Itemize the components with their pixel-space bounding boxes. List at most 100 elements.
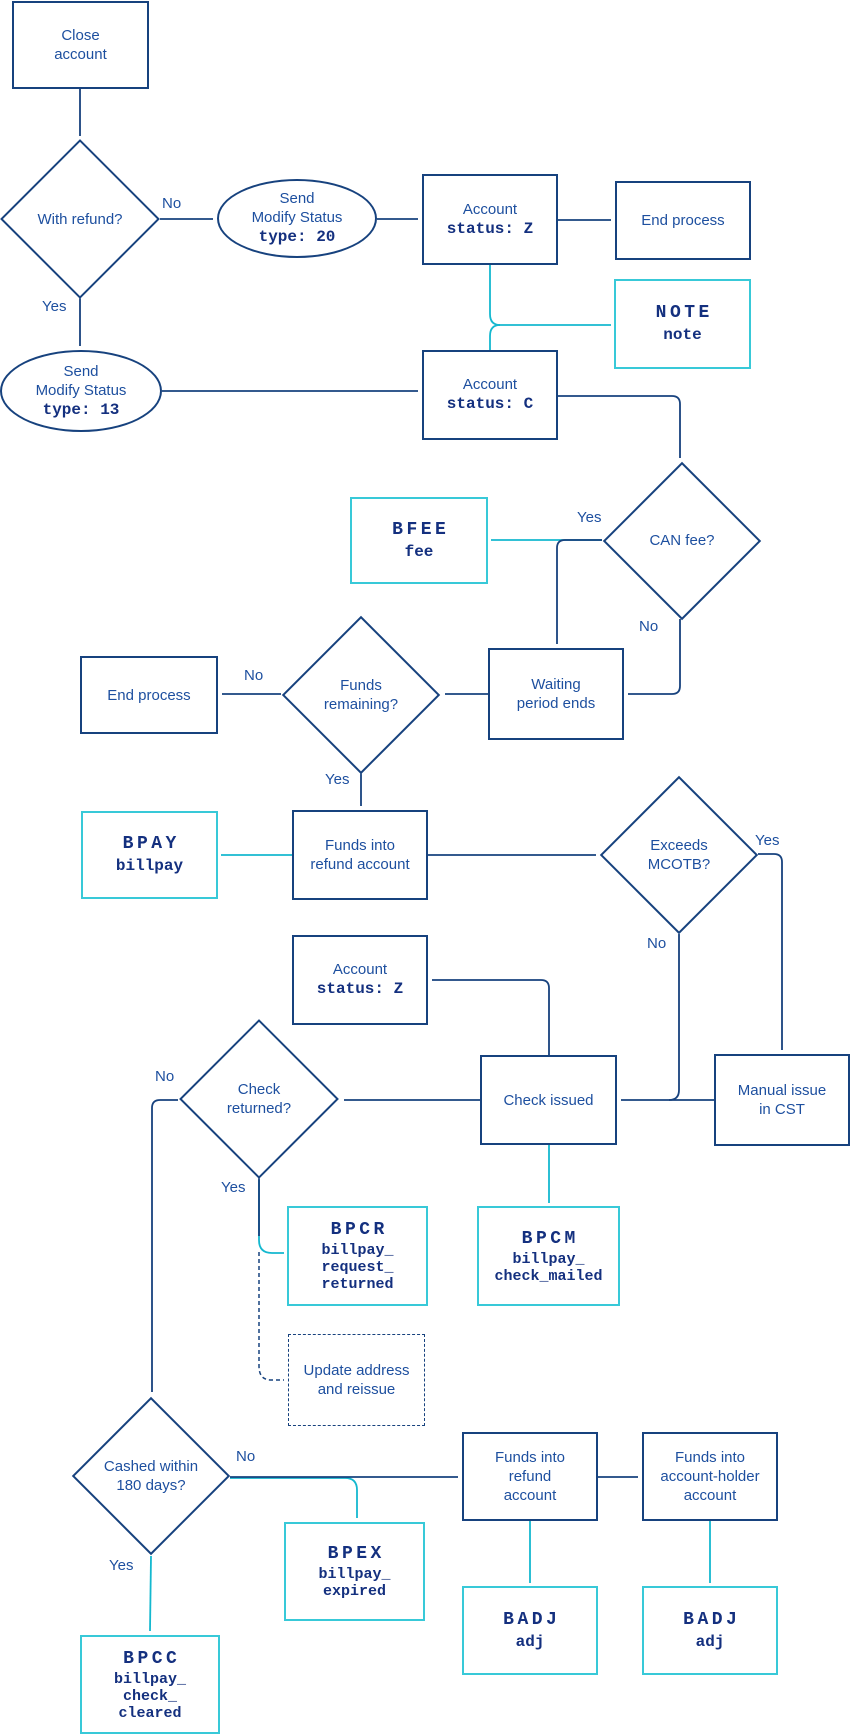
node-line: Account: [332, 961, 388, 978]
decision-with-refund: With refund?: [0, 139, 160, 299]
node-waiting-period-ends: Waiting period ends: [488, 648, 624, 740]
node-line: Manual issue: [737, 1082, 827, 1099]
node-line: Funds into: [674, 1449, 746, 1466]
edge-label-yes: Yes: [221, 1179, 246, 1196]
node-line: note: [663, 326, 702, 344]
node-line: period ends: [516, 695, 596, 712]
node-line: billpay_: [321, 1242, 394, 1259]
node-line: Waiting: [531, 676, 581, 693]
node-line: status: C: [446, 395, 534, 413]
node-line: refund account: [310, 856, 410, 873]
node-line: in CST: [759, 1101, 805, 1118]
node-line: adj: [695, 1632, 725, 1651]
node-funds-into-refund-account-2: Funds into refund account: [462, 1432, 598, 1521]
node-bfee: BFEE fee: [350, 497, 488, 584]
node-end-process-2: End process: [80, 656, 218, 734]
node-send-modify-status-20: Send Modify Status type: 20: [217, 179, 377, 258]
node-line: BPCC: [123, 1648, 181, 1669]
node-line: check_: [122, 1687, 177, 1705]
node-account-status-c: Account status: C: [422, 350, 558, 440]
node-note: NOTE note: [614, 279, 751, 369]
edge-label-no: No: [236, 1448, 256, 1465]
node-line: Funds: [340, 676, 382, 694]
node-line: Update address: [303, 1362, 410, 1379]
node-line: CAN fee?: [649, 532, 715, 549]
node-line: remaining?: [323, 695, 399, 713]
node-line: Check: [237, 1081, 281, 1098]
decision-cashed-within-180-days: Cashed within 180 days?: [71, 1396, 231, 1556]
node-line: NOTE: [655, 303, 713, 323]
edge-cashed-bpcc: [149, 1555, 152, 1632]
node-line: Exceeds: [650, 836, 708, 854]
edge-label-no: No: [162, 195, 182, 212]
node-line: account: [683, 1487, 737, 1504]
node-line: End process: [641, 212, 725, 229]
edge-label-yes: Yes: [109, 1557, 134, 1574]
node-bpcm: BPCM billpay_ check_mailed: [477, 1206, 620, 1306]
node-account-status-z-2: Account status: Z: [292, 935, 428, 1025]
node-line: BADJ: [683, 1609, 741, 1630]
node-line: request_: [321, 1259, 394, 1276]
node-account-status-z-1: Account status: Z: [422, 174, 558, 265]
edge-statusz1-note-merge-top: [489, 265, 501, 326]
edge-cashed-bpex: [230, 1477, 358, 1518]
decision-can-fee: CAN fee?: [602, 461, 762, 620]
node-badj-2: BADJ adj: [642, 1586, 778, 1675]
edge-checkreturned-no-cashed: [151, 1099, 178, 1392]
edge-exceeds-no-join: [668, 934, 680, 1101]
node-send-modify-status-13: Send Modify Status type: 13: [0, 350, 162, 432]
edge-statusc-canfee: [558, 395, 681, 458]
edge-label-yes: Yes: [325, 771, 350, 788]
node-bpcr: BPCR billpay_ request_ returned: [287, 1206, 428, 1306]
node-update-address-and-reissue: Update address and reissue: [288, 1334, 425, 1426]
node-line: End process: [107, 686, 191, 704]
node-line: With refund?: [37, 210, 123, 228]
node-line: expired: [322, 1583, 386, 1600]
node-end-process-1: End process: [615, 181, 751, 260]
decision-funds-remaining: Funds remaining?: [281, 615, 441, 774]
node-line: Account: [462, 376, 518, 393]
node-line: account: [54, 46, 107, 63]
node-line: billpay: [115, 857, 184, 875]
node-line: BPEX: [327, 1544, 385, 1564]
node-line: fee: [404, 542, 434, 561]
node-line: type: 13: [42, 400, 120, 419]
node-line: billpay_: [113, 1670, 186, 1688]
edge-label-yes: Yes: [42, 298, 67, 315]
node-line: refund: [508, 1468, 552, 1485]
node-badj-1: BADJ adj: [462, 1586, 598, 1675]
edge-canfee-yes-waiting: [556, 539, 602, 644]
edge-label-yes: Yes: [755, 832, 780, 849]
node-line: Check issued: [503, 1091, 594, 1109]
node-line: and reissue: [317, 1381, 396, 1398]
node-funds-into-refund-account-1: Funds into refund account: [292, 810, 428, 900]
node-line: Modify Status: [251, 209, 343, 226]
decision-check-returned: Check returned?: [178, 1019, 340, 1179]
node-bpex: BPEX billpay_ expired: [284, 1522, 425, 1621]
edge-label-no: No: [155, 1068, 175, 1085]
node-check-issued: Check issued: [480, 1055, 617, 1145]
node-line: status: Z: [316, 980, 404, 998]
node-line: Close: [61, 27, 100, 44]
node-line: cleared: [118, 1704, 182, 1722]
node-manual-issue-in-cst: Manual issue in CST: [714, 1054, 850, 1146]
node-line: billpay_: [318, 1566, 391, 1583]
edge-bpcr-update-dashed: [258, 1252, 284, 1381]
node-bpcc: BPCC billpay_ check_ cleared: [80, 1635, 220, 1734]
node-line: account: [503, 1487, 557, 1504]
node-line: Send: [63, 362, 99, 380]
node-line: adj: [515, 1632, 545, 1651]
node-line: type: 20: [258, 228, 336, 246]
node-line: BPAY: [122, 834, 180, 854]
node-line: account-holder: [660, 1468, 760, 1485]
edge-label-no: No: [647, 935, 667, 952]
node-bpay: BPAY billpay: [81, 811, 218, 899]
node-line: MCOTB?: [647, 855, 711, 873]
node-line: Send: [279, 190, 315, 207]
node-line: BADJ: [503, 1609, 561, 1630]
node-line: check_mailed: [494, 1267, 603, 1285]
node-line: BPCR: [330, 1220, 388, 1240]
edge-exceeds-yes-manual: [758, 853, 783, 1050]
edge-checkissued-statusz2: [432, 979, 550, 1055]
